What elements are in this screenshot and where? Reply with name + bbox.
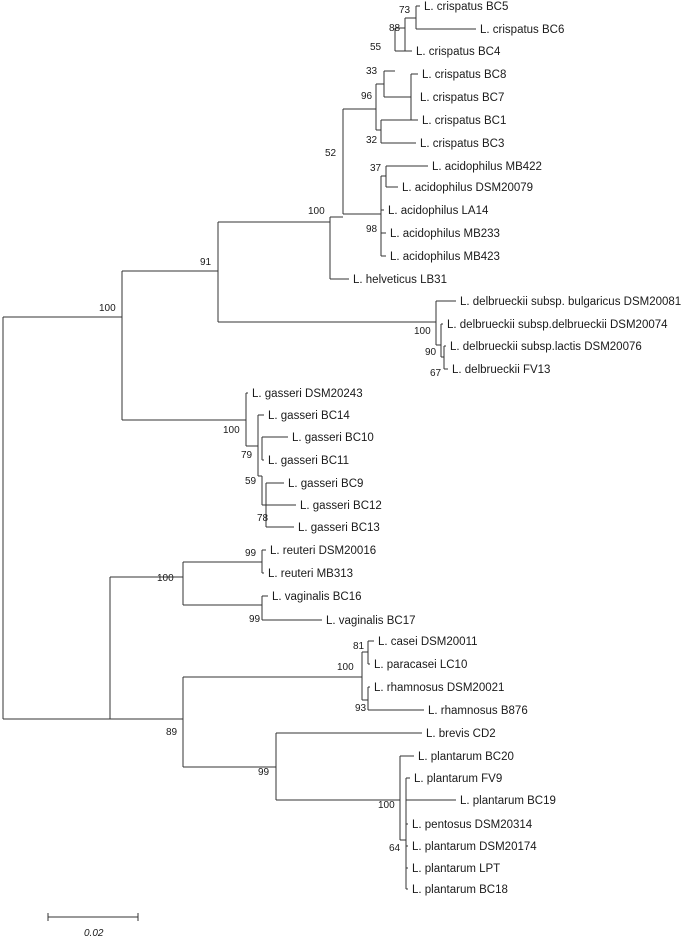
taxon-label: L. paracasei LC10: [374, 659, 467, 671]
bootstrap-value: 89: [166, 727, 178, 738]
bootstrap-value: 100: [99, 303, 116, 314]
taxon-label: L. crispatus BC8: [422, 69, 506, 81]
taxon-label: L. plantarum BC19: [460, 795, 556, 807]
taxon-label: L. reuteri DSM20016: [270, 545, 376, 557]
taxon-label: L. pentosus DSM20314: [412, 819, 533, 831]
taxon-label: L. delbrueckii subsp. bulgaricus DSM2008…: [460, 296, 681, 308]
bootstrap-value: 33: [366, 66, 378, 77]
taxon-label: L. gasseri BC12: [300, 500, 382, 512]
bootstrap-value: 73: [399, 5, 411, 16]
taxon-labels: L. crispatus BC5 L. crispatus BC6 L. cri…: [252, 1, 681, 896]
taxon-label: L. gasseri BC14: [268, 410, 350, 422]
bootstrap-value: 100: [337, 662, 354, 673]
scale-bar-label: 0.02: [84, 928, 104, 939]
bootstrap-value: 100: [223, 425, 240, 436]
taxon-label: L. gasseri BC9: [288, 478, 363, 490]
taxon-label: L. crispatus BC3: [420, 138, 504, 150]
taxon-label: L. delbrueckii FV13: [452, 364, 550, 376]
taxon-label: L. helveticus LB31: [353, 274, 447, 286]
bootstrap-value: 52: [325, 148, 337, 159]
bootstrap-value: 90: [425, 347, 437, 358]
tree-branches: [2, 5, 476, 921]
taxon-label: L. plantarum BC18: [412, 884, 508, 896]
bootstrap-value: 59: [245, 476, 257, 487]
bootstrap-value: 100: [157, 573, 174, 584]
taxon-label: L. acidophilus MB423: [390, 251, 500, 263]
taxon-label: L. gasseri BC11: [268, 455, 349, 467]
bootstrap-value: 99: [245, 548, 257, 559]
bootstrap-value: 99: [258, 767, 270, 778]
taxon-label: L. gasseri DSM20243: [252, 388, 363, 400]
bootstrap-value: 64: [389, 843, 401, 854]
taxon-label: L. crispatus BC5: [424, 1, 508, 13]
taxon-label: L. brevis CD2: [426, 728, 496, 740]
taxon-label: L. delbrueckii subsp.lactis DSM20076: [450, 341, 642, 353]
bootstrap-value: 88: [389, 23, 401, 34]
bootstrap-value: 78: [257, 513, 269, 524]
taxon-label: L. crispatus BC1: [422, 115, 506, 127]
bootstrap-value: 100: [378, 800, 395, 811]
taxon-label: L. crispatus BC6: [480, 24, 564, 36]
bootstrap-value: 91: [200, 257, 212, 268]
bootstrap-value: 37: [370, 163, 382, 174]
bootstrap-value: 93: [355, 703, 367, 714]
taxon-label: L. vaginalis BC16: [272, 591, 362, 603]
taxon-label: L. acidophilus LA14: [388, 205, 489, 217]
bootstrap-value: 79: [241, 450, 253, 461]
taxon-label: L. gasseri BC10: [292, 432, 374, 444]
bootstrap-value: 55: [370, 42, 382, 53]
taxon-label: L. crispatus BC7: [420, 92, 504, 104]
bootstrap-value: 67: [430, 368, 442, 379]
taxon-label: L. rhamnosus DSM20021: [374, 682, 504, 694]
taxon-label: L. plantarum LPT: [412, 863, 500, 875]
taxon-label: L. vaginalis BC17: [326, 615, 416, 627]
bootstrap-value: 32: [366, 135, 378, 146]
taxon-label: L. acidophilus MB422: [432, 161, 542, 173]
bootstrap-value: 98: [366, 224, 378, 235]
taxon-label: L. gasseri BC13: [298, 522, 380, 534]
bootstrap-values: 73 88 55 33 96 32 37 98 52 100 91 100 10…: [99, 5, 442, 854]
taxon-label: L. rhamnosus B876: [428, 705, 528, 717]
taxon-label: L. crispatus BC4: [416, 46, 501, 58]
taxon-label: L. acidophilus MB233: [390, 228, 500, 240]
taxon-label: L. plantarum BC20: [418, 751, 514, 763]
taxon-label: L. reuteri MB313: [268, 568, 353, 580]
bootstrap-value: 99: [249, 614, 261, 625]
taxon-label: L. plantarum FV9: [414, 773, 502, 785]
taxon-label: L. acidophilus DSM20079: [402, 182, 533, 194]
bootstrap-value: 100: [414, 326, 431, 337]
bootstrap-value: 81: [353, 641, 365, 652]
bootstrap-value: 96: [361, 91, 373, 102]
taxon-label: L. casei DSM20011: [378, 636, 478, 648]
taxon-label: L. delbrueckii subsp.delbrueckii DSM2007…: [447, 319, 668, 331]
taxon-label: L. plantarum DSM20174: [412, 841, 537, 853]
bootstrap-value: 100: [308, 206, 325, 217]
